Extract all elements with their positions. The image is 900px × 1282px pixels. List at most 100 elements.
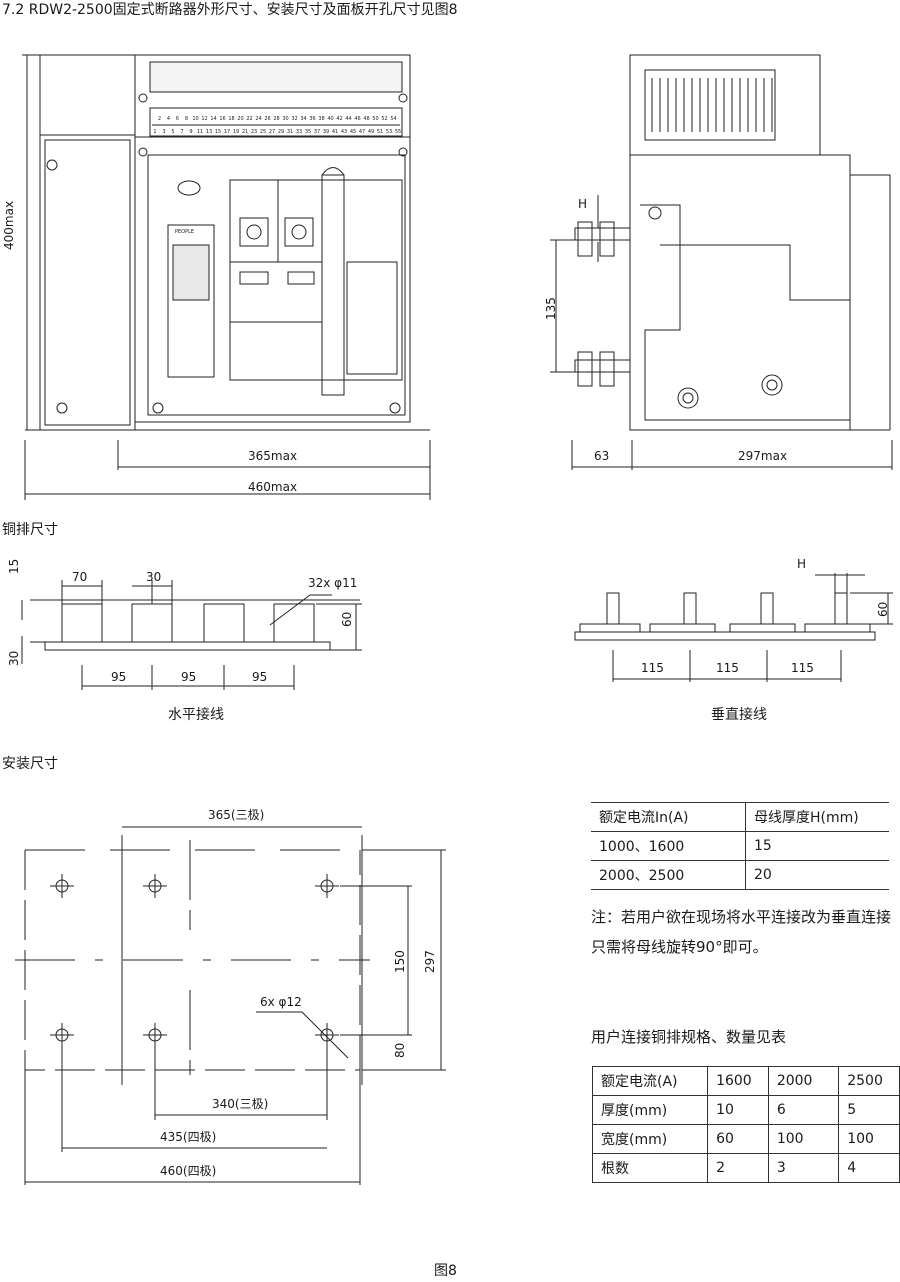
terminal-number: 15 — [215, 129, 221, 135]
front-view — [25, 54, 430, 431]
dim-435-4p: 435(四极) — [160, 1130, 217, 1144]
figure-caption: 图8 — [434, 1263, 457, 1279]
terminal-number: 40 — [327, 116, 333, 122]
table-cell: 10 — [707, 1095, 769, 1125]
dim-30-offset: 30 — [7, 650, 21, 666]
terminal-number: 21 — [242, 129, 248, 135]
table-cell: 2 — [707, 1153, 769, 1183]
terminal-number: 52 — [381, 116, 387, 122]
terminal-number: 8 — [185, 116, 188, 122]
dim-height-400: 400max — [2, 200, 16, 250]
table-row: 厚度(mm) 10 6 5 — [591, 1095, 900, 1125]
terminal-number: 46 — [354, 116, 360, 122]
terminal-number: 48 — [363, 116, 369, 122]
terminal-number: 38 — [318, 116, 324, 122]
table-header-cell: 母线厚度H(mm) — [745, 802, 889, 832]
side-view — [574, 54, 891, 431]
terminal-number: 47 — [359, 129, 365, 135]
terminal-number: 12 — [201, 116, 207, 122]
busbar-heading: 铜排尺寸 — [2, 522, 58, 538]
dim-63: 63 — [594, 449, 610, 463]
terminal-number: 3 — [162, 129, 165, 135]
terminal-number: 31 — [287, 129, 293, 135]
table-header-cell: 额定电流In(A) — [591, 802, 746, 832]
terminal-number: 19 — [233, 129, 239, 135]
terminal-number: 41 — [332, 129, 338, 135]
table-row: 宽度(mm) 60 100 100 — [591, 1124, 900, 1154]
terminal-number: 36 — [309, 116, 315, 122]
side-h-label: H — [578, 197, 588, 211]
table-cell: 1000、1600 — [591, 831, 746, 861]
table-cell: 3 — [767, 1153, 840, 1183]
dim-holes: 32x φ11 — [308, 576, 358, 590]
dim-297: 297 — [423, 950, 437, 973]
terminal-number: 33 — [296, 129, 302, 135]
busbar-vertical-drawing — [574, 573, 893, 682]
dim-150: 150 — [393, 950, 407, 973]
terminal-number: 28 — [273, 116, 279, 122]
terminal-number: 17 — [224, 129, 230, 135]
dim-115-3: 115 — [791, 661, 814, 675]
terminal-number: 32 — [291, 116, 297, 122]
terminal-number: 44 — [345, 116, 351, 122]
table-row: 根数 2 3 4 — [591, 1153, 900, 1183]
table-cell: 宽度(mm) — [591, 1124, 709, 1154]
dim-width-365: 365max — [248, 449, 298, 463]
terminal-number: 13 — [206, 129, 212, 135]
caption-horizontal: 水平接线 — [168, 707, 224, 723]
table-cell: 厚度(mm) — [591, 1095, 709, 1125]
front-dimensions — [22, 54, 431, 500]
install-drawing — [15, 826, 446, 1185]
dim-115-2: 115 — [716, 661, 739, 675]
terminal-number: 6 — [176, 116, 179, 122]
terminal-number: 25 — [260, 129, 266, 135]
terminal-number: 18 — [228, 116, 234, 122]
dim-135: 135 — [544, 297, 558, 320]
terminal-number: 51 — [377, 129, 383, 135]
terminal-number: 20 — [237, 116, 243, 122]
terminal-number: 7 — [180, 129, 183, 135]
dim-95-2: 95 — [181, 670, 197, 684]
table-cell: 15 — [745, 831, 889, 861]
table-cell: 4 — [838, 1153, 900, 1183]
terminal-number: 24 — [255, 116, 261, 122]
dim-60-v: 60 — [876, 601, 890, 617]
terminal-number: 35 — [305, 129, 311, 135]
side-dimensions — [550, 195, 893, 470]
dim-80: 80 — [393, 1042, 407, 1058]
dim-width-460: 460max — [248, 480, 298, 494]
busbar-thickness-table: 额定电流In(A) 母线厚度H(mm) 1000、1600 15 2000、25… — [591, 802, 889, 890]
terminal-number: 54 — [390, 116, 396, 122]
terminal-number: 23 — [251, 129, 257, 135]
table-cell: 2000、2500 — [591, 860, 746, 890]
table-cell: 额定电流(A) — [591, 1066, 709, 1096]
terminal-number: 34 — [300, 116, 306, 122]
page-title: 7.2 RDW2-2500固定式断路器外形尺寸、安装尺寸及面板开孔尺寸见图8 — [2, 2, 458, 18]
terminal-number: 27 — [269, 129, 275, 135]
table-cell: 根数 — [591, 1153, 709, 1183]
terminal-number: 1 — [153, 129, 156, 135]
dim-365-3p: 365(三极) — [208, 808, 265, 822]
dim-vertical-h: H — [797, 557, 807, 571]
terminal-number: 10 — [192, 116, 198, 122]
dim-297max: 297max — [738, 449, 788, 463]
dim-340-3p: 340(三极) — [212, 1097, 269, 1111]
dim-95-1: 95 — [111, 670, 127, 684]
busbar-horizontal-drawing — [21, 580, 362, 690]
table-row: 2000、2500 20 — [591, 860, 889, 890]
dim-70: 70 — [72, 570, 88, 584]
dim-95-3: 95 — [252, 670, 268, 684]
terminal-number: 5 — [171, 129, 174, 135]
dim-30-gap: 30 — [146, 570, 162, 584]
terminal-number: 9 — [189, 129, 192, 135]
dim-15: 15 — [7, 558, 21, 574]
busbar-spec-table: 额定电流(A) 1600 2000 2500 厚度(mm) 10 6 5 宽度(… — [591, 1066, 900, 1183]
terminal-number: 11 — [197, 129, 203, 135]
spec-table-title: 用户连接铜排规格、数量见表 — [591, 1028, 787, 1046]
terminal-number: 26 — [264, 116, 270, 122]
install-heading: 安装尺寸 — [2, 756, 58, 772]
table-cell: 100 — [838, 1124, 900, 1154]
table-cell: 2000 — [767, 1066, 840, 1096]
terminal-number: 4 — [167, 116, 170, 122]
dim-6-holes: 6x φ12 — [260, 995, 302, 1009]
